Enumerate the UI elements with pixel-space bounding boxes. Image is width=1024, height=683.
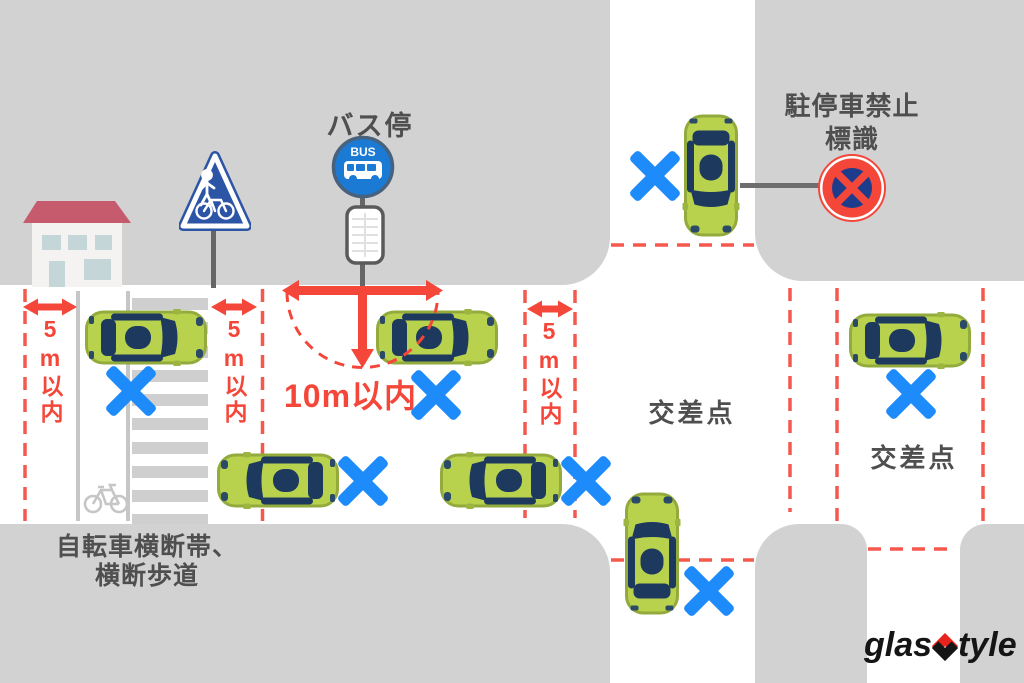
prohibited-x-lower-right	[560, 455, 612, 507]
intersection-label-1: 交差点	[648, 398, 736, 428]
crossing-sign-pole	[211, 230, 216, 288]
logo-text-suffix: tyle	[958, 626, 1017, 664]
prohibited-x-near-sign	[885, 368, 937, 420]
zone-5m-label-2: 5m以内	[221, 316, 247, 426]
bus-stop-label: バス停	[326, 111, 414, 141]
prohibited-x-bicycle-crossing	[105, 365, 157, 417]
arrow-5m-zone-3	[527, 300, 573, 318]
bus-sign-text: BUS	[350, 145, 375, 159]
prohibited-x-bottom-road	[683, 565, 735, 617]
sign-pointer-line	[740, 183, 819, 188]
zone-10m-label: 10m以内	[284, 378, 418, 414]
zone-5m-label-3: 5m以内	[536, 318, 562, 428]
house	[23, 201, 131, 287]
arrow-5m-zone-1	[23, 298, 77, 316]
bicycle-icon	[83, 483, 129, 514]
bus-timetable-board	[345, 205, 385, 265]
crosswalk-label-line1: 自転車横断帯、	[55, 533, 238, 561]
crosswalk-label: 自転車横断帯、 横断歩道	[36, 533, 258, 591]
arrow-5m-zone-2	[211, 298, 257, 316]
sidewalk-top-right	[755, 0, 1024, 281]
bicycle-pedestrian-crossing-sign	[179, 151, 251, 231]
no-stopping-sign	[818, 154, 886, 222]
arrow-10m-zone	[282, 280, 443, 368]
sidewalk-bottom-left	[0, 524, 610, 683]
no-stopping-label-line1: 駐停車禁止	[784, 91, 920, 121]
prohibited-x-lower-left	[337, 455, 389, 507]
bus-stop-sign: BUS	[331, 135, 395, 199]
zone-5m-label-1: 5m以内	[37, 316, 63, 426]
logo-text-prefix: glas	[864, 626, 933, 664]
logo-s-icon	[931, 632, 959, 661]
bicycle-lane-line-left	[76, 291, 80, 521]
sidewalk-bottom-center	[755, 524, 867, 683]
no-stopping-sign-label: 駐停車禁止 標識	[768, 90, 936, 156]
intersection-label-2: 交差点	[870, 443, 958, 473]
crosswalk-label-line2: 横断歩道	[94, 562, 199, 590]
prohibited-x-bus-stop	[410, 369, 462, 421]
bus-stop-10m-arc	[285, 291, 440, 369]
sidewalk-bottom-right	[960, 524, 1024, 683]
prohibited-x-top-road	[629, 150, 681, 202]
glasstyle-logo: glas tyle	[864, 626, 1017, 665]
no-stopping-label-line2: 標識	[824, 124, 879, 154]
